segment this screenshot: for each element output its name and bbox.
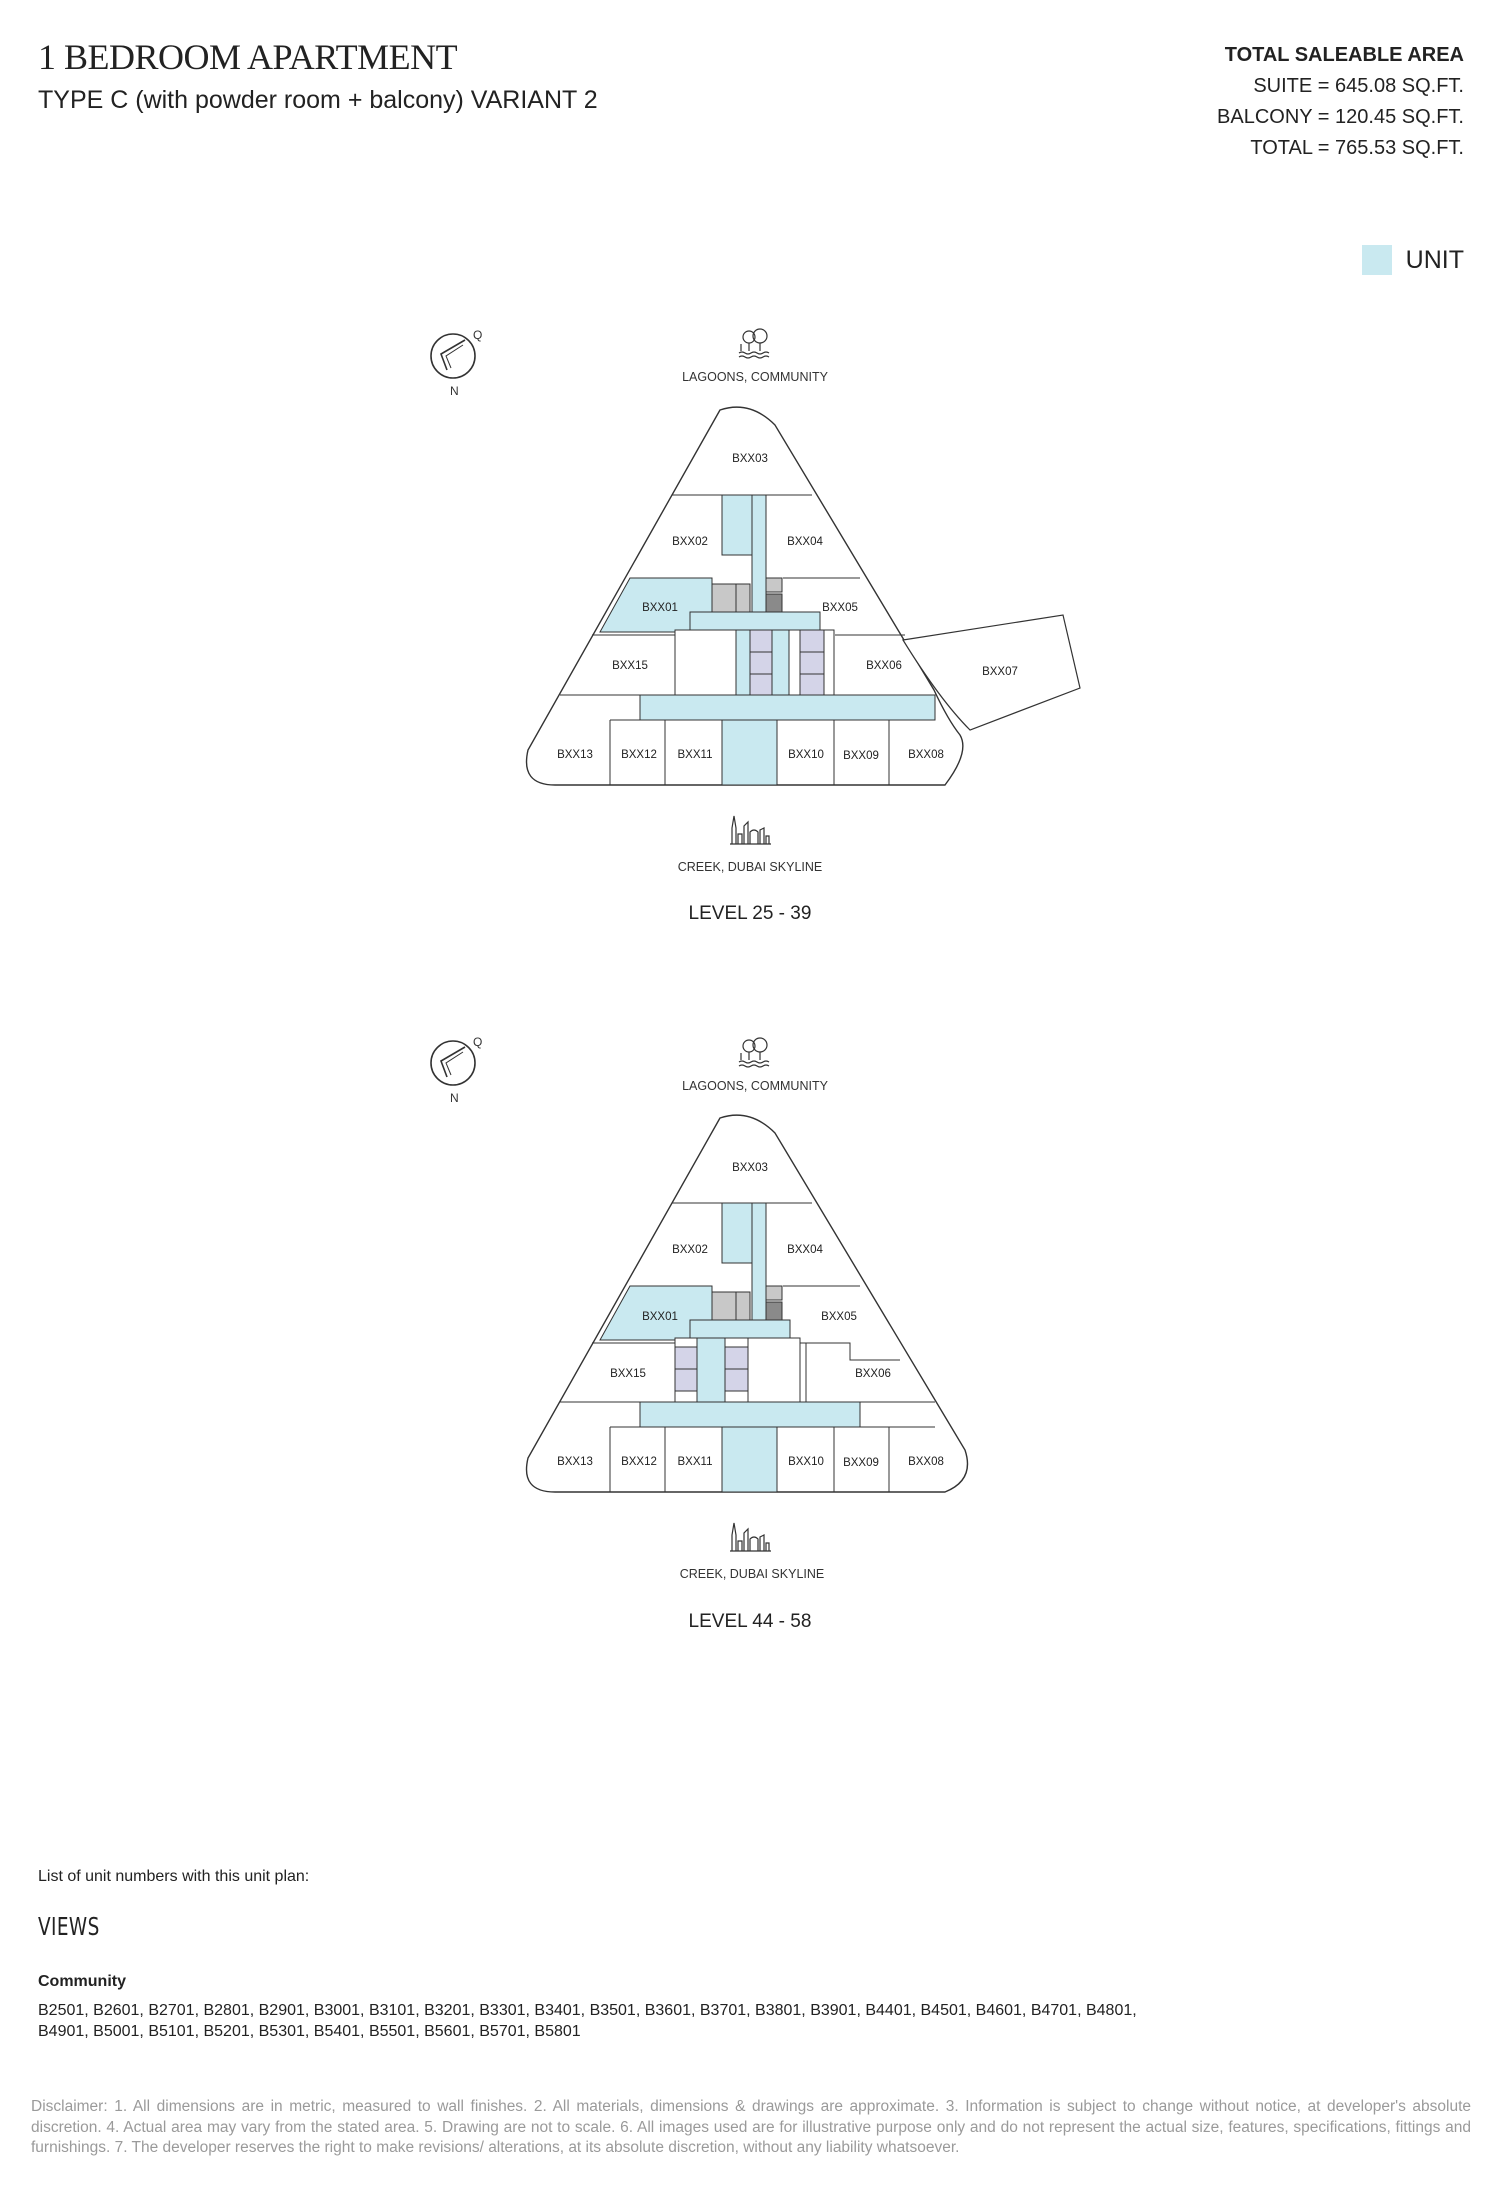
unit-label: BXX09 — [843, 1457, 879, 1469]
area-heading: TOTAL SALEABLE AREA — [1224, 44, 1464, 66]
area-balcony: BALCONY = 120.45 SQ.FT. — [1217, 106, 1464, 128]
legend: UNIT — [1361, 245, 1464, 275]
lagoon-icon — [738, 1037, 770, 1068]
unit-label: BXX06 — [866, 660, 902, 672]
unit-label: BXX13 — [557, 1456, 593, 1468]
unit-label: BXX15 — [612, 660, 648, 672]
unit-label: BXX02 — [672, 1244, 708, 1256]
compass-icon — [430, 333, 476, 379]
unit-label: BXX04 — [787, 1244, 823, 1256]
unit-label: BXX04 — [787, 536, 823, 548]
unit-number-list: B2501, B2601, B2701, B2801, B2901, B3001… — [38, 2002, 1137, 2040]
floor-plan-level-25-39: Q N LAGOONS, COMMUNITY — [430, 328, 1081, 924]
unit-label: BXX03 — [732, 453, 768, 465]
legend-unit-swatch — [1361, 245, 1392, 275]
unit-list-label: List of unit numbers with this unit plan… — [38, 1868, 310, 1885]
unit-label: BXX08 — [908, 1456, 944, 1468]
unit-bxx07 — [902, 614, 1081, 731]
view-bottom-label: CREEK, DUBAI SKYLINE — [680, 1567, 825, 1581]
page-subtitle: TYPE C (with powder room + balcony) VARI… — [38, 86, 598, 114]
unit-label: BXX08 — [908, 749, 944, 761]
unit-label: BXX05 — [821, 1311, 857, 1323]
unit-label: BXX11 — [678, 749, 713, 761]
unit-label: BXX15 — [610, 1368, 646, 1380]
unit-label: BXX10 — [788, 1456, 824, 1468]
page-title: 1 BEDROOM APARTMENT — [38, 37, 458, 77]
floor-plans: Q N LAGOONS, COMMUNITY — [430, 328, 1081, 1632]
unit-label: BXX11 — [678, 1456, 713, 1468]
unit-label: BXX12 — [621, 1456, 657, 1468]
unit-label: BXX09 — [843, 750, 879, 762]
lagoon-icon — [738, 328, 770, 359]
skyline-icon — [729, 1522, 772, 1552]
disclaimer: Disclaimer: 1. All dimensions are in met… — [31, 2098, 1471, 2156]
skyline-icon — [729, 815, 772, 845]
views-heading: VIEWS — [38, 1912, 100, 1941]
unit-label: BXX06 — [855, 1368, 891, 1380]
unit-label: BXX12 — [621, 749, 657, 761]
compass-q-label: Q — [473, 328, 482, 342]
level-label: LEVEL 25 - 39 — [689, 903, 812, 924]
unit-label: BXX01 — [642, 602, 678, 614]
view-top-label: LAGOONS, COMMUNITY — [682, 1079, 829, 1093]
unit-label: BXX03 — [732, 1162, 768, 1174]
compass-q-label: Q — [473, 1035, 482, 1049]
saleable-area-block: TOTAL SALEABLE AREA SUITE = 645.08 SQ.FT… — [1217, 40, 1464, 164]
view-top-label: LAGOONS, COMMUNITY — [682, 370, 829, 384]
compass-n-label: N — [450, 1091, 459, 1105]
level-label: LEVEL 44 - 58 — [689, 1611, 812, 1632]
view-bottom-label: CREEK, DUBAI SKYLINE — [678, 860, 823, 874]
area-total: TOTAL = 765.53 SQ.FT. — [1250, 137, 1464, 159]
unit-label: BXX01 — [642, 1311, 678, 1323]
compass-n-label: N — [450, 384, 459, 398]
community-heading: Community — [38, 1973, 126, 1990]
unit-label: BXX13 — [557, 749, 593, 761]
compass-icon — [430, 1040, 476, 1086]
unit-label: BXX05 — [822, 602, 858, 614]
unit-label: BXX10 — [788, 749, 824, 761]
legend-unit-label: UNIT — [1405, 245, 1464, 274]
unit-label: BXX02 — [672, 536, 708, 548]
floor-plan-level-44-58: Q N LAGOONS, COMMUNITY — [430, 1035, 969, 1632]
unit-label: BXX07 — [982, 666, 1018, 678]
area-suite: SUITE = 645.08 SQ.FT. — [1253, 75, 1464, 97]
